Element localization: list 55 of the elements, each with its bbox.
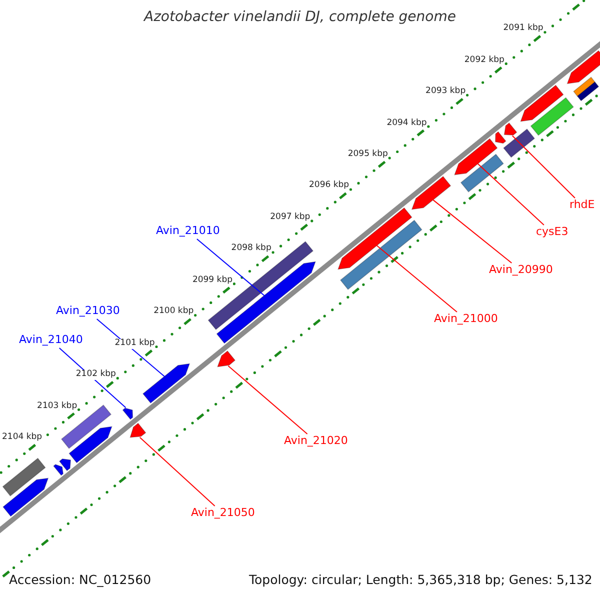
scale-label: 2097 kbp	[270, 212, 310, 223]
gene-label: Avin_21020	[284, 434, 348, 448]
leader-line	[228, 365, 308, 434]
gene-feature	[53, 464, 64, 476]
gene-feature	[216, 261, 316, 344]
gene-feature	[58, 458, 72, 472]
scale-label: 2098 kbp	[231, 244, 272, 254]
leader-line	[432, 199, 512, 264]
gene-label: Avin_21010	[156, 224, 220, 238]
title: Azotobacter vinelandii DJ, complete genome	[144, 9, 456, 26]
scale-label: 2091 kbp	[503, 24, 544, 34]
accession-text: Accession: NC_012560	[9, 573, 152, 588]
gene-feature	[2, 458, 46, 496]
gene-feature	[504, 122, 518, 136]
leader-line	[376, 245, 458, 312]
gene-feature	[142, 363, 190, 404]
scale-label: 2101 kbp	[114, 338, 155, 348]
gene-feature	[2, 478, 49, 517]
gene-feature	[460, 154, 504, 192]
gene-feature	[340, 220, 422, 290]
gene-feature	[338, 207, 412, 270]
gene-feature	[130, 422, 146, 438]
gene-label: Avin_20990	[489, 264, 553, 276]
gene-feature	[573, 76, 596, 97]
scale-label: 2095 kbp	[348, 150, 388, 160]
scale-label: 2092 kbp	[464, 56, 504, 66]
genome-info-text: Topology: circular; Length: 5,365,318 bp; Genes: 5,132	[249, 573, 592, 588]
scale-label: 2093 kbp	[426, 87, 466, 97]
gene-feature	[122, 408, 134, 420]
gene-label: Avin_21050	[191, 506, 255, 520]
gene-feature	[454, 138, 498, 176]
gene-feature	[530, 97, 574, 136]
gene-label: Avin_21040	[19, 334, 83, 346]
gene-label: cysE3	[536, 226, 568, 238]
scale-label: 2096 kbp	[309, 181, 350, 192]
gene-label: Avin_21000	[434, 312, 498, 326]
scale-label: 2102 kbp	[76, 370, 116, 380]
leader-line	[477, 163, 544, 226]
gene-feature	[566, 50, 600, 84]
gene-label: rhdE	[570, 198, 595, 212]
scale-label: 2099 kbp	[192, 276, 233, 286]
gene-feature	[520, 84, 564, 122]
scale-label: 2094 kbp	[386, 118, 427, 128]
gene-feature	[503, 128, 536, 158]
gene-feature	[411, 176, 452, 210]
scale-label: 2103 kbp	[37, 402, 78, 412]
leader-line	[512, 135, 576, 198]
scale-label: 2100 kbp	[154, 307, 194, 318]
scale-label: 2104 kbp	[2, 433, 42, 443]
leader-line	[196, 238, 265, 296]
gene-feature	[495, 131, 506, 144]
gene-feature	[68, 426, 112, 464]
leader-line	[139, 436, 216, 506]
gene-feature	[217, 350, 236, 368]
gene-label: Avin_21030	[56, 304, 120, 318]
